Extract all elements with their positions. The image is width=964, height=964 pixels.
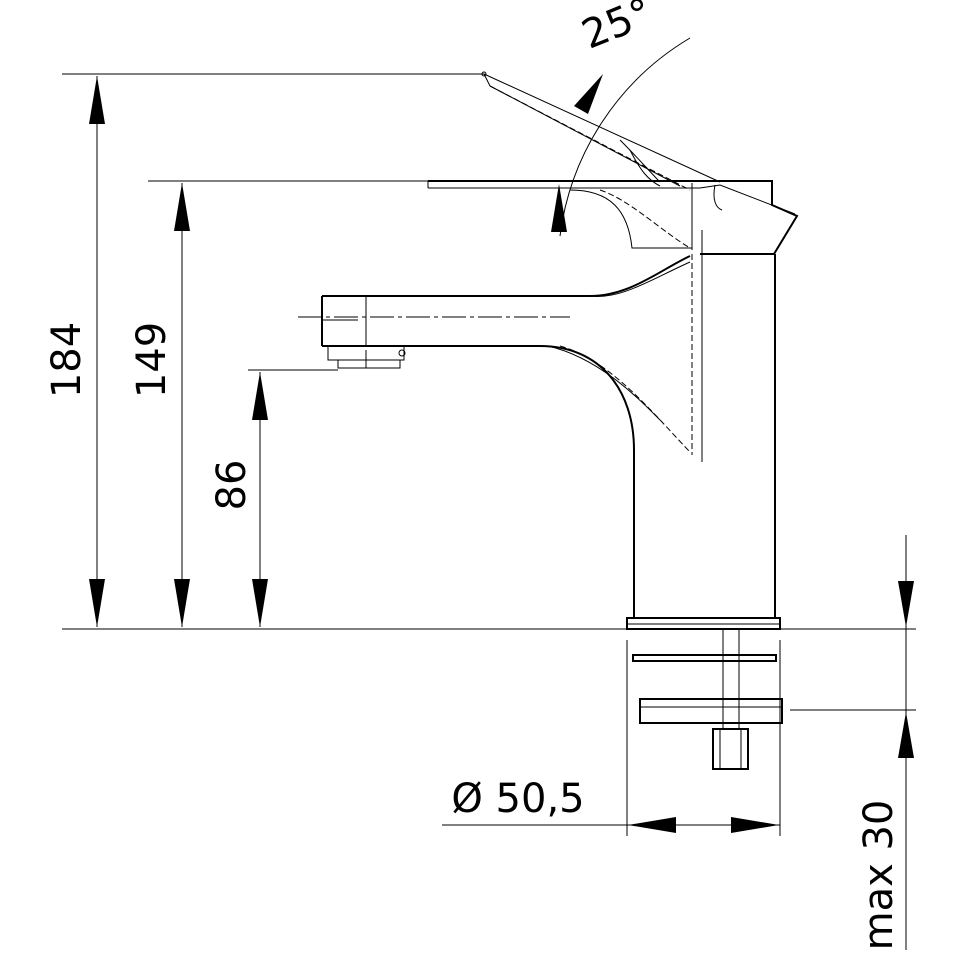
arrow-up-icon <box>89 76 105 124</box>
dimension-angle: 25° <box>551 0 691 237</box>
spout-outline <box>322 255 691 297</box>
arrow-right-icon <box>731 817 779 833</box>
dimension-max-30: max 30 <box>856 535 914 950</box>
dimension-149: 149 <box>129 183 190 627</box>
faucet-body <box>298 71 799 630</box>
arrow-up-icon <box>174 183 190 231</box>
dimension-86: 86 <box>209 372 268 627</box>
dimension-label-mounting-thickness: max 30 <box>856 800 902 951</box>
hex-nut <box>712 728 749 770</box>
lever-horizontal <box>428 180 799 255</box>
washer <box>632 654 777 662</box>
dimension-label-base-diameter: Ø 50,5 <box>451 776 584 822</box>
dimension-label-total-height: 184 <box>44 322 90 398</box>
dimension-184: 184 <box>44 76 105 627</box>
dimension-label-lever-angle: 25° <box>576 0 659 59</box>
arrow-up-icon <box>898 712 914 758</box>
arrow-left-icon <box>628 817 676 833</box>
arrow-down-icon <box>898 581 914 627</box>
arrow-up-icon <box>551 184 567 232</box>
arrow-down-icon <box>89 579 105 627</box>
mounting-hardware <box>632 628 783 770</box>
arrow-down-icon <box>252 579 268 627</box>
aerator <box>327 345 406 369</box>
threaded-rod <box>722 628 740 730</box>
dimension-label-lever-height: 149 <box>129 322 175 398</box>
dimension-diameter: Ø 50,5 <box>442 776 780 833</box>
arrow-angle-icon <box>574 74 603 114</box>
arrow-down-icon <box>174 579 190 627</box>
dimension-label-spout-height: 86 <box>209 460 255 511</box>
clamp-plate <box>639 698 783 724</box>
arrow-up-icon <box>252 372 268 420</box>
